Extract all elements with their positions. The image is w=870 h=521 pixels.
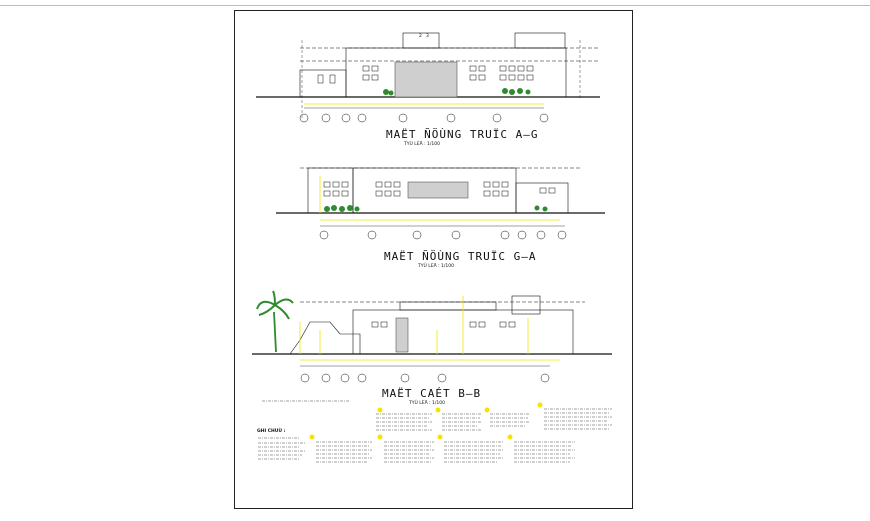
top-rule	[0, 5, 870, 6]
section-b-b	[252, 295, 612, 383]
notes-legend-markers	[309, 402, 543, 440]
elevation-a-g-title: MAËT ÑÖÙNG TRUÏC A–G	[386, 128, 538, 141]
elevation-g-a-title: MAËT ÑÖÙNG TRUÏC G–A	[384, 250, 536, 263]
elevation-a-g	[256, 32, 600, 123]
section-b-b-title: MAËT CAÉT B–B	[382, 387, 481, 400]
elevation-a-g-scale: TYÛ LEÄ : 1/100	[403, 140, 440, 147]
section-b-b-scale: TYÛ LEÄ : 1/100	[408, 399, 445, 406]
notes-text-block	[258, 400, 612, 463]
palm-tree-icon	[256, 290, 294, 353]
notes-heading: GHI CHUÙ :	[257, 427, 286, 434]
elevation-g-a-scale: TYÛ LEÄ : 1/100	[417, 262, 454, 269]
svg-text:3: 3	[426, 33, 429, 39]
elevation-g-a	[276, 167, 605, 240]
svg-text:2: 2	[419, 33, 422, 39]
axis-marker-top: 2 3	[419, 33, 429, 39]
